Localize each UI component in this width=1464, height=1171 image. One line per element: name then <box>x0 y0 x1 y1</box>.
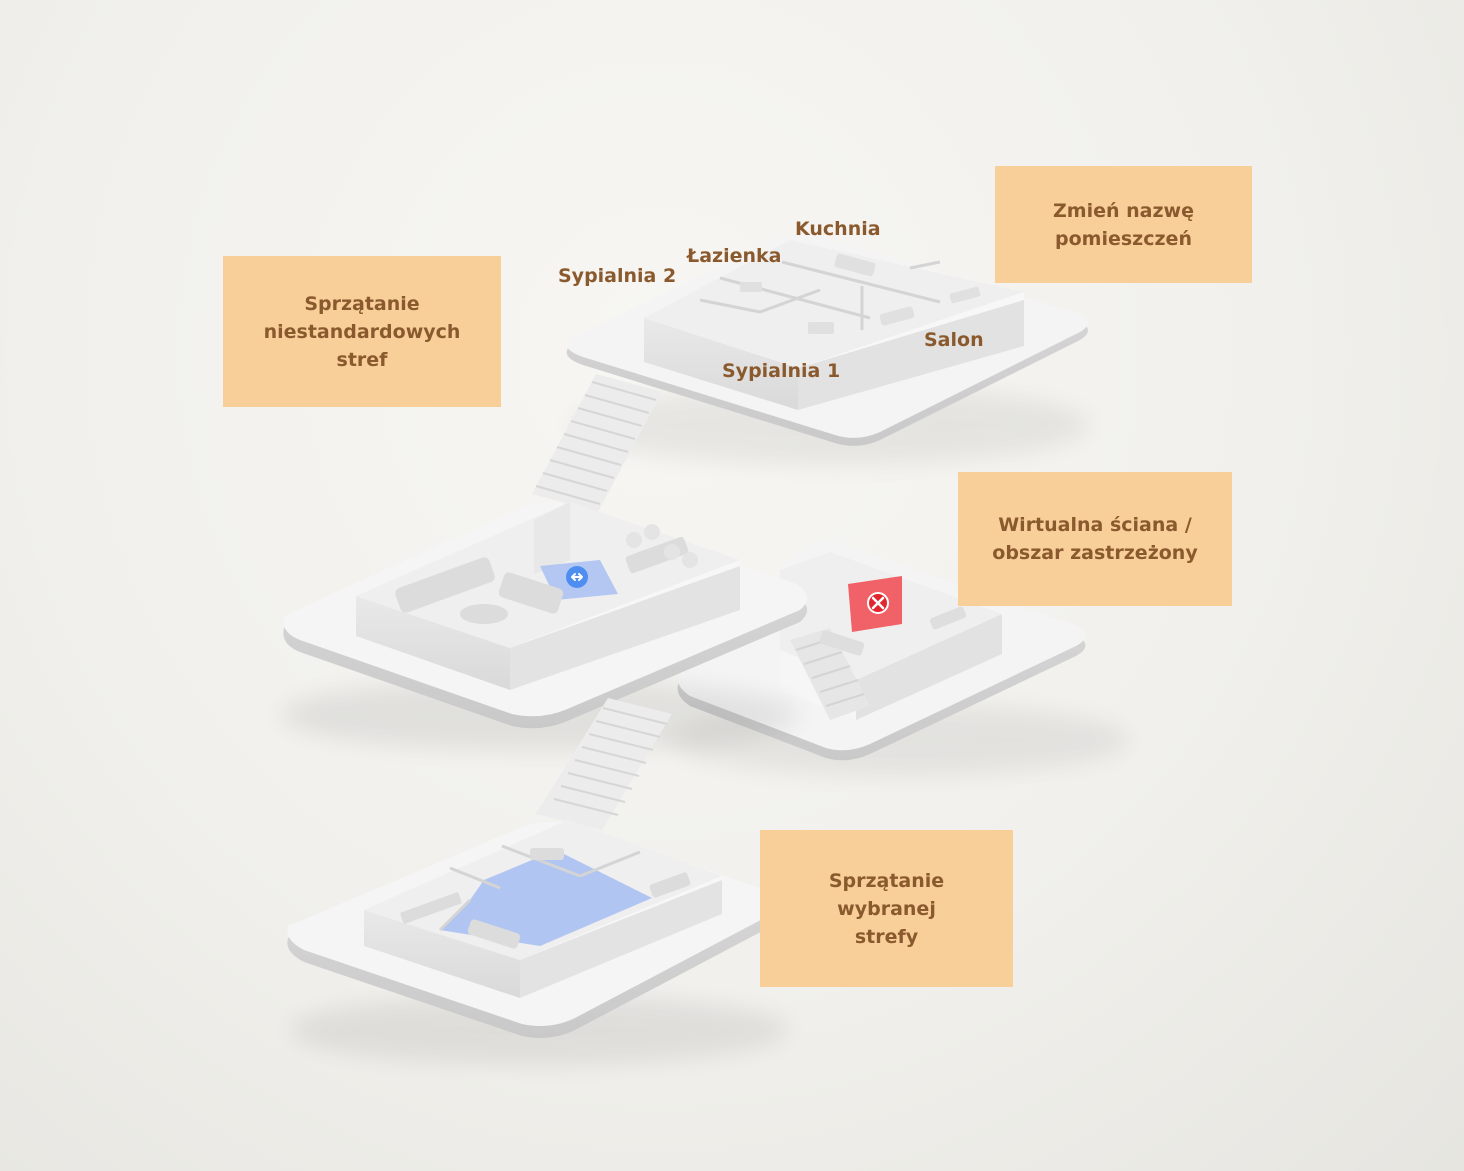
staircase-lower <box>536 698 672 830</box>
room-label-bedroom-2: Sypialnia 2 <box>558 265 677 287</box>
callout-custom-zones: Sprzątanie niestandardowych stref <box>223 256 501 407</box>
callout-virtual-wall-text: Wirtualna ściana / obszar zastrzeżony <box>992 514 1198 564</box>
staircase-upper <box>532 374 662 512</box>
room-label-bedroom-1: Sypialnia 1 <box>722 360 841 382</box>
room-label-bathroom: Łazienka <box>687 245 782 267</box>
middle-left-floor <box>280 502 808 751</box>
callout-virtual-wall: Wirtualna ściana / obszar zastrzeżony <box>958 472 1232 606</box>
callout-selected-zone-text: Sprzątanie wybranej strefy <box>828 869 945 948</box>
room-label-living-room: Salon <box>924 329 984 351</box>
top-floor <box>566 233 1090 465</box>
callout-rename-rooms-text: Zmień nazwę pomieszczeń <box>1053 199 1194 250</box>
callout-selected-zone: Sprzątanie wybranej strefy <box>760 830 1013 987</box>
room-label-kitchen: Kuchnia <box>795 218 881 240</box>
callout-rename-rooms: Zmień nazwę pomieszczeń <box>995 166 1252 283</box>
callout-custom-zones-text: Sprzątanie niestandardowych stref <box>263 292 461 371</box>
bottom-floor <box>287 820 790 1064</box>
